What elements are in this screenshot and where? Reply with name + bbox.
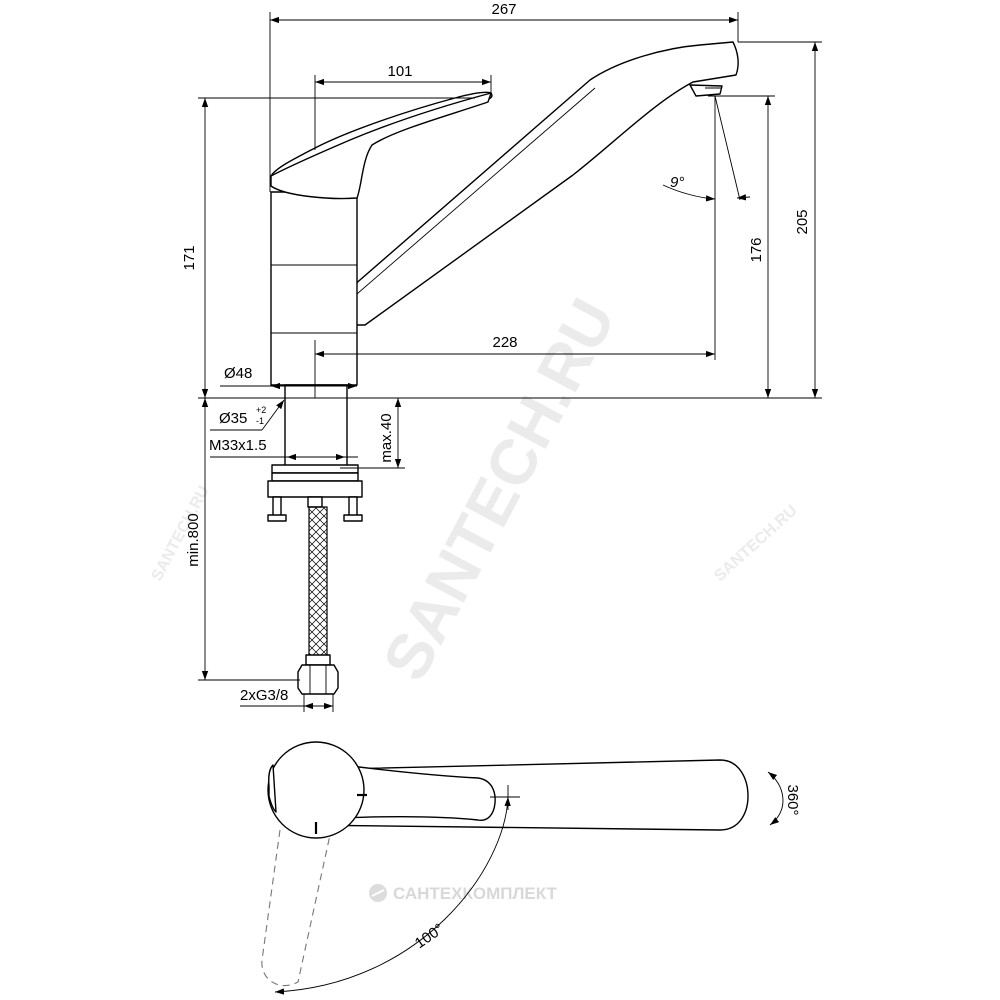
dim-handle-offset: 101 bbox=[387, 63, 412, 80]
washer-top bbox=[271, 464, 359, 474]
dim-body-height: 171 bbox=[181, 245, 198, 270]
dim-reach: 228 bbox=[492, 334, 517, 351]
hose-ferrule bbox=[305, 654, 331, 666]
dim-hole-tol-lower: -1 bbox=[256, 416, 264, 426]
watermark-small-right: SANTECH.RU bbox=[711, 502, 800, 585]
spout-edge bbox=[349, 87, 596, 301]
mounting-shank bbox=[284, 384, 348, 468]
hose-collar bbox=[307, 496, 323, 508]
aerator bbox=[689, 84, 723, 97]
watermark-company: САНТЕХКОМПЛЕКТ bbox=[393, 884, 558, 903]
fixing-bolt-right-head bbox=[343, 514, 363, 522]
fixing-nut bbox=[267, 480, 363, 498]
fixing-bolt-left bbox=[272, 496, 282, 518]
lever-swing-ghost bbox=[261, 829, 331, 987]
dim-hole-tol-upper: +2 bbox=[256, 405, 266, 415]
watermark-small-left: SANTECH.RU bbox=[149, 483, 213, 584]
dim-hole-diameter: Ø35 bbox=[219, 410, 247, 427]
fixing-bolt-right bbox=[348, 496, 358, 518]
dim-rotation: 360° bbox=[784, 784, 801, 815]
dim-total-length: 267 bbox=[491, 1, 516, 18]
watermark-company-logo bbox=[369, 884, 387, 902]
dim-aerator-angle: 9° bbox=[670, 174, 684, 191]
dim-body-diameter: Ø48 bbox=[224, 365, 252, 382]
hose-connection-nut bbox=[297, 664, 339, 695]
dimension-lines bbox=[198, 12, 822, 712]
braided-hose bbox=[308, 506, 328, 658]
dim-lever-swing: 100° bbox=[412, 920, 447, 952]
spout bbox=[344, 41, 739, 326]
dim-hose-length: min.800 bbox=[185, 513, 202, 566]
dim-thread: M33x1.5 bbox=[209, 437, 267, 454]
faucet-body bbox=[270, 191, 358, 386]
washer-middle bbox=[271, 472, 359, 482]
dim-spout-height: 205 bbox=[794, 209, 811, 234]
lever-base bbox=[270, 92, 492, 200]
fixing-bolt-left-head bbox=[267, 514, 287, 522]
dim-max-thickness: max.40 bbox=[378, 413, 395, 462]
dimension-labels: 267 101 171 205 176 228 Ø48 Ø35 +2 -1 M3… bbox=[181, 1, 811, 704]
faucet-side-view bbox=[267, 41, 739, 695]
dim-outlet-height: 176 bbox=[748, 237, 765, 262]
dim-connection: 2xG3/8 bbox=[240, 687, 288, 704]
faucet-top-view bbox=[261, 741, 784, 995]
